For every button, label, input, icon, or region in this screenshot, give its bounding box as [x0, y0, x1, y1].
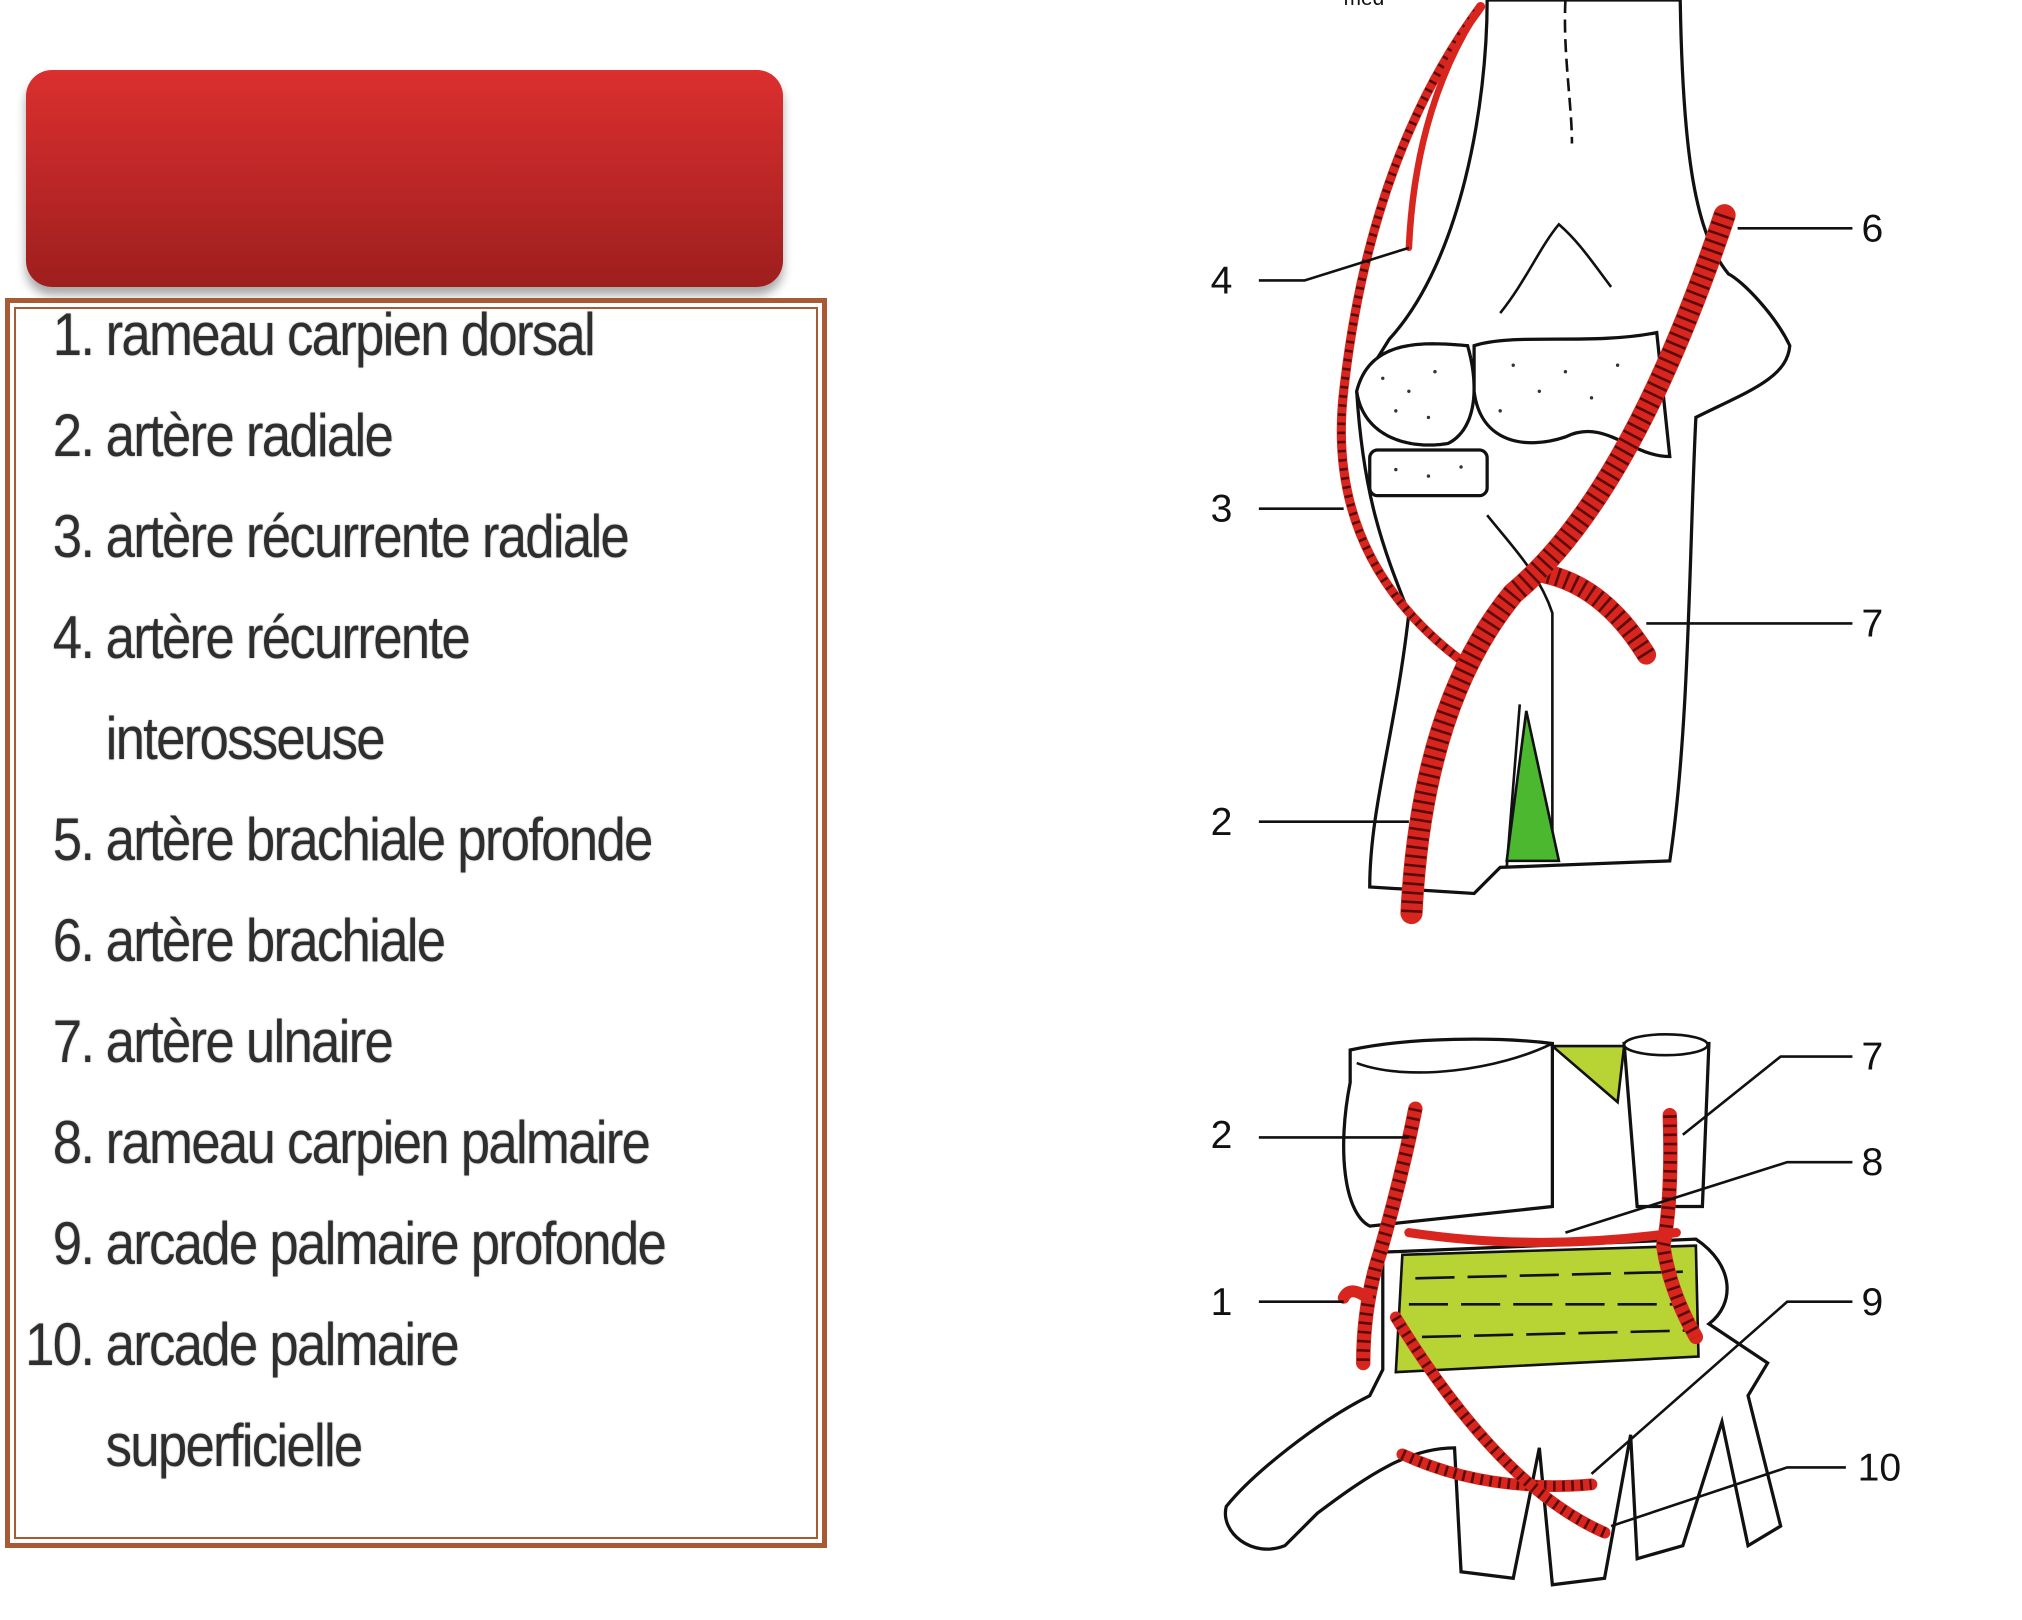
label-2: 2 — [1211, 801, 1233, 844]
label-9: 9 — [1862, 1281, 1884, 1324]
label-2-wrist: 2 — [1211, 1114, 1233, 1157]
legend-item-number: 7. — [52, 1008, 95, 1075]
legend-item-number: 5. — [52, 806, 95, 873]
legend-item-text: artère récurrente — [105, 604, 471, 671]
legend-item-text: rameau carpien dorsal — [105, 301, 596, 368]
legend-item-number: 9. — [52, 1210, 95, 1277]
legend-item: 3.artère récurrente radiale — [0, 502, 630, 602]
legend-item-continuation: superficielle — [0, 1411, 364, 1511]
legend-item-number: 4. — [52, 604, 95, 671]
radial-head — [1368, 448, 1489, 498]
label-3: 3 — [1211, 488, 1233, 531]
legend-item: 1.rameau carpien dorsal — [0, 300, 596, 400]
legend-item: 8.rameau carpien palmaire — [0, 1108, 651, 1208]
legend-item-text: interosseuse — [105, 705, 386, 772]
deep-palmar-arch — [1396, 1448, 1598, 1492]
top-fragment-text: med — [1344, 0, 1385, 10]
legend-item-number: 6. — [52, 907, 95, 974]
legend-item-number: 1. — [52, 301, 95, 368]
legend-item-continuation: interosseuse — [0, 704, 386, 804]
legend-item-text: superficielle — [105, 1412, 364, 1479]
palmar-carpal-branch — [1404, 1228, 1681, 1247]
muscle-green — [1505, 710, 1561, 863]
label-4: 4 — [1211, 259, 1233, 302]
legend-item-text: artère récurrente radiale — [105, 503, 630, 570]
label-7-wrist: 7 — [1862, 1036, 1884, 1079]
legend-item-text: artère ulnaire — [105, 1008, 394, 1075]
humerus — [1355, 0, 1792, 896]
ligament-green — [1394, 1244, 1700, 1374]
label-7: 7 — [1862, 603, 1884, 646]
legend-item-text: arcade palmaire — [105, 1311, 460, 1378]
legend-item: 4.artère récurrente — [0, 603, 471, 703]
title-banner — [26, 70, 783, 287]
elbow-diagram: med 6 4 3 7 2 — [1211, 0, 1884, 925]
legend-item: 10.arcade palmaire — [0, 1310, 460, 1410]
legend-item-text: artère brachiale profonde — [105, 806, 654, 873]
legend-item-text: arcade palmaire profonde — [105, 1210, 667, 1277]
legend-box — [5, 298, 827, 1548]
legend-item: 7.artère ulnaire — [0, 1007, 394, 1107]
legend-item-number: 2. — [52, 402, 95, 469]
label-10: 10 — [1858, 1446, 1902, 1489]
legend-item: 9.arcade palmaire profonde — [0, 1209, 667, 1309]
legend-item-text: artère brachiale — [105, 907, 446, 974]
legend-item-number: 3. — [52, 503, 95, 570]
ulnar-artery-wrist — [1655, 1108, 1704, 1345]
dorsal-carpal-branch — [1337, 1285, 1374, 1304]
legend-item-text: rameau carpien palmaire — [105, 1109, 651, 1176]
label-8: 8 — [1862, 1141, 1884, 1184]
legend-item: 5.artère brachiale profonde — [0, 805, 654, 905]
wrist-diagram: 2 7 8 1 9 10 — [1211, 1033, 1902, 1587]
legend-item-number: 8. — [52, 1109, 95, 1176]
legend-item-number: 10. — [25, 1311, 95, 1378]
label-1: 1 — [1211, 1281, 1233, 1324]
recurrent-radial-artery — [1336, 1, 1486, 670]
legend-inner-border — [14, 307, 818, 1539]
legend-item: 6.artère brachiale — [0, 906, 446, 1006]
legend-item-text: artère radiale — [105, 402, 394, 469]
legend-item: 2.artère radiale — [0, 401, 394, 501]
capitulum — [1355, 342, 1476, 447]
recurrent-interosseous-artery — [1405, 3, 1484, 252]
label-6: 6 — [1862, 207, 1884, 250]
